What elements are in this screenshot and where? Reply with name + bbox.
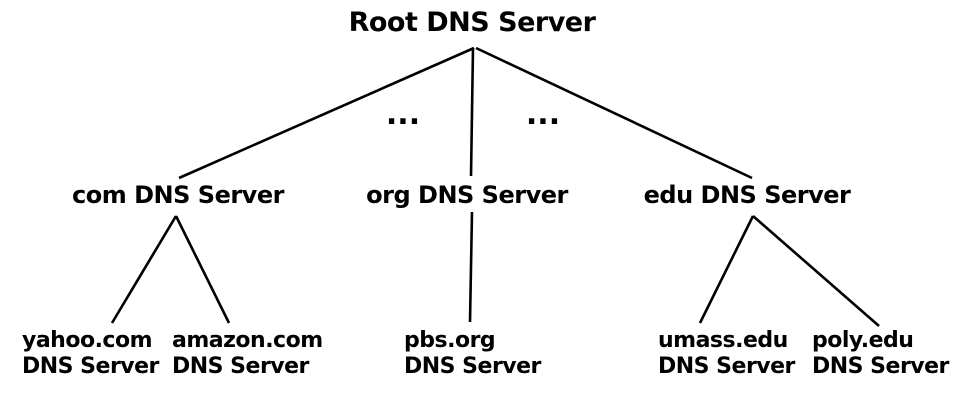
- edge-edu-umass: [698, 215, 755, 324]
- ellipsis-left: ...: [385, 97, 421, 132]
- leaf-domain-label: poly.edu: [812, 328, 914, 353]
- node-org-dns-server: org DNS Server: [366, 181, 568, 209]
- node-amazon-dns-server: amazon.com DNS Server: [172, 328, 323, 380]
- edge-edu-poly: [752, 215, 880, 327]
- leaf-server-label: DNS Server: [404, 354, 541, 379]
- node-yahoo-dns-server: yahoo.com DNS Server: [22, 328, 159, 380]
- leaf-server-label: DNS Server: [172, 354, 309, 379]
- edge-root-org: [469, 47, 475, 177]
- leaf-server-label: DNS Server: [658, 354, 795, 379]
- node-com-dns-server: com DNS Server: [72, 181, 284, 209]
- leaf-domain-label: umass.edu: [658, 328, 788, 353]
- leaf-domain-label: amazon.com: [172, 328, 323, 353]
- edge-com-yahoo: [110, 215, 178, 324]
- leaf-domain-label: pbs.org: [404, 328, 496, 353]
- ellipsis-right: ...: [525, 97, 561, 132]
- edge-org-pbs: [468, 211, 474, 323]
- node-poly-dns-server: poly.edu DNS Server: [812, 328, 949, 380]
- edge-root-com: [178, 46, 475, 180]
- edge-com-amazon: [174, 215, 231, 324]
- leaf-server-label: DNS Server: [22, 354, 159, 379]
- leaf-domain-label: yahoo.com: [22, 328, 153, 353]
- node-root-dns-server: Root DNS Server: [348, 7, 596, 38]
- node-edu-dns-server: edu DNS Server: [643, 181, 851, 209]
- leaf-server-label: DNS Server: [812, 354, 949, 379]
- edge-root-edu: [475, 46, 753, 180]
- node-umass-dns-server: umass.edu DNS Server: [658, 328, 795, 380]
- node-pbs-dns-server: pbs.org DNS Server: [404, 328, 541, 380]
